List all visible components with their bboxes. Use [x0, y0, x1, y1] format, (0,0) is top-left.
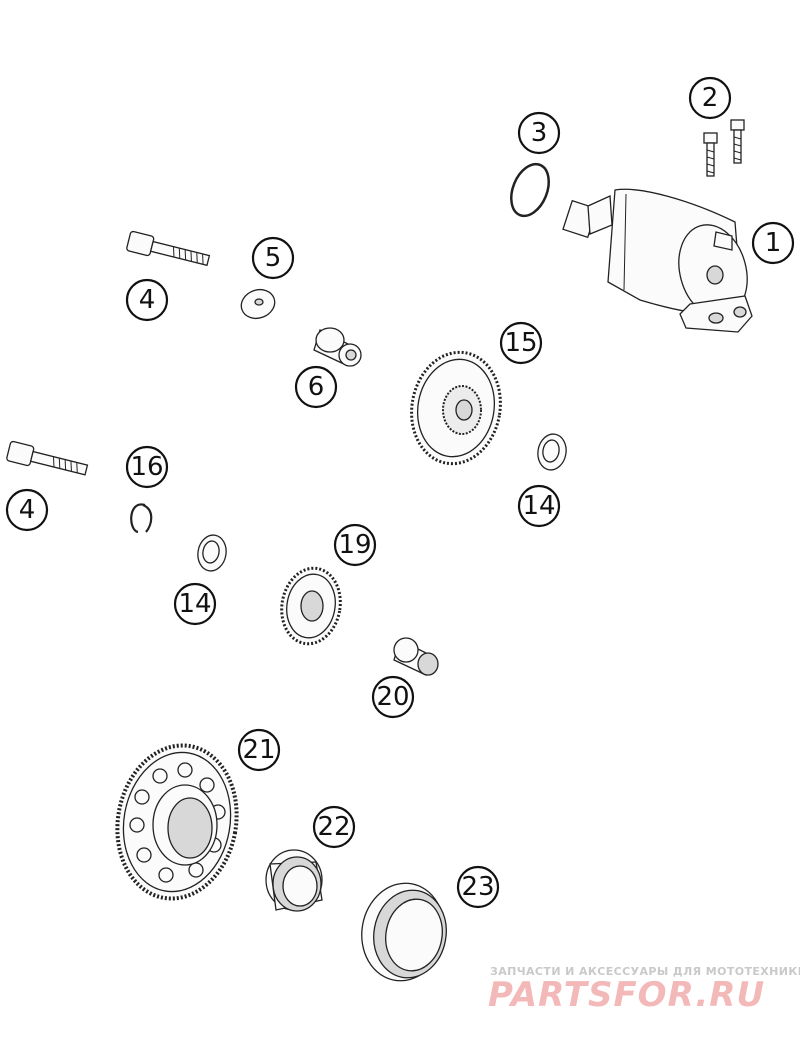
shim-14-left-part: [197, 534, 227, 572]
callout-4-upper-label: 4: [139, 285, 156, 315]
callout-23: 23: [456, 865, 500, 909]
callout-16: 16: [125, 445, 169, 489]
callout-4-upper: 4: [125, 278, 169, 322]
callout-1-label: 1: [765, 228, 782, 258]
callout-16-label: 16: [130, 452, 163, 482]
callout-5-label: 5: [265, 243, 282, 273]
circlip-16-part: [130, 503, 153, 534]
callout-4-lower: 4: [5, 488, 49, 532]
starter-bolts-part: [703, 119, 745, 177]
callout-2: 2: [688, 76, 732, 120]
intermediate-gear-15-part: [410, 350, 502, 466]
callout-3: 3: [517, 111, 561, 155]
callout-14-right: 14: [517, 484, 561, 528]
callout-3-label: 3: [531, 118, 548, 148]
callout-21: 21: [237, 728, 281, 772]
freewheel-bearing-23-part: [361, 882, 447, 982]
callout-14-left: 14: [173, 582, 217, 626]
callout-14-left-label: 14: [178, 589, 211, 619]
o-ring-part: [510, 162, 550, 218]
callout-4-lower-label: 4: [19, 495, 36, 525]
small-gear-19-part: [280, 566, 342, 646]
callout-2-label: 2: [702, 83, 719, 113]
callout-5: 5: [251, 236, 295, 280]
callout-15: 15: [499, 321, 543, 365]
callout-20: 20: [371, 675, 415, 719]
callout-22: 22: [312, 805, 356, 849]
callout-20-label: 20: [376, 682, 409, 712]
callout-23-label: 23: [461, 872, 494, 902]
bolt-upper-part: [126, 230, 211, 267]
callout-6: 6: [294, 365, 338, 409]
washer-5-part: [240, 288, 276, 320]
watermark: ЗАПЧАСТИ И АКСЕССУАРЫ ДЛЯ МОТОТЕХНИКИ PA…: [488, 965, 800, 1015]
bearing-sleeve-22-part: [265, 849, 323, 912]
callout-15-label: 15: [504, 328, 537, 358]
starter-ring-gear-21-part: [115, 743, 239, 901]
callout-19-label: 19: [338, 530, 371, 560]
callout-22-label: 22: [317, 812, 350, 842]
callout-19: 19: [333, 523, 377, 567]
bushing-6-part: [313, 327, 362, 367]
starter-motor-part: [562, 188, 753, 333]
callout-1: 1: [751, 221, 795, 265]
watermark-logo: PARTSFOR.RU: [488, 975, 765, 1015]
callout-21-label: 21: [242, 735, 275, 765]
shim-14-right-part: [537, 433, 567, 471]
bushing-20-part: [393, 637, 439, 676]
watermark-tagline: ЗАПЧАСТИ И АКСЕССУАРЫ ДЛЯ МОТОТЕХНИКИ: [490, 965, 800, 978]
callout-6-label: 6: [308, 372, 325, 402]
bolt-lower-part: [6, 440, 89, 476]
callout-14-right-label: 14: [522, 491, 555, 521]
